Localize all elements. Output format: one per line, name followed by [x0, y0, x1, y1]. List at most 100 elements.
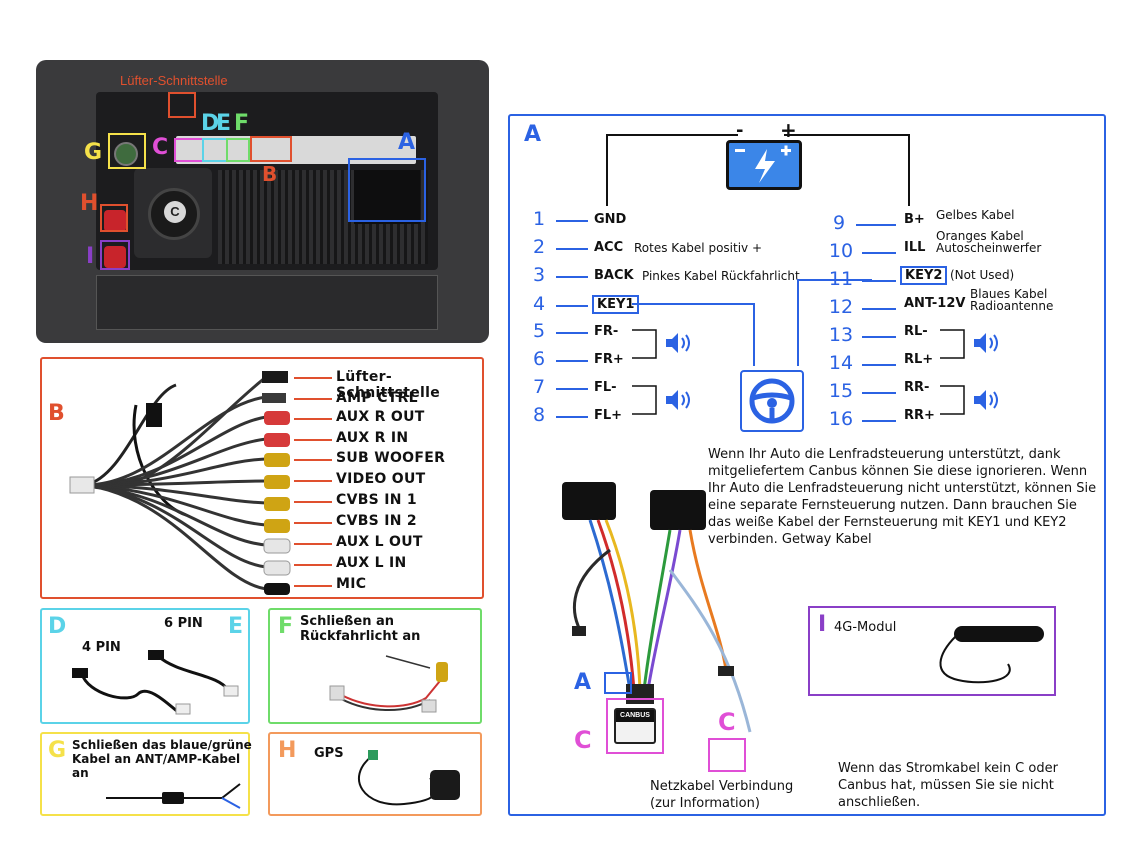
panel-a: A - + 1 GND 2 ACC Rotes Kabel positiv + …: [508, 114, 1106, 816]
pin-desc: Gelbes Kabel: [936, 208, 1015, 222]
pin4-label: 4 PIN: [82, 640, 121, 655]
pin-line: [862, 420, 896, 422]
cable-tick-0: [294, 377, 332, 379]
fan-logo-icon: C: [164, 201, 186, 223]
main-port: [354, 170, 420, 224]
head-unit-photo: C: [36, 60, 489, 343]
speaker-brackets: [632, 279, 965, 415]
battery-wire-right: [784, 134, 910, 136]
cable-label-aux-l-out: AUX L OUT: [336, 534, 423, 550]
canbus-label: CANBUS: [616, 710, 654, 722]
pin-name: BACK: [594, 268, 634, 283]
harness-tag-a: A: [574, 670, 592, 695]
panel-g-text: Schließen das blaue/grüne Kabel an ANT/A…: [72, 738, 252, 780]
box-h-port: [100, 204, 128, 232]
fan-interface-label: Lüfter-Schnittstelle: [120, 73, 228, 88]
module-label: 4G-Modul: [834, 620, 897, 635]
battery-wire-right-down: [908, 134, 910, 206]
pin-num: 1: [532, 208, 546, 230]
tag-h: H: [80, 191, 99, 216]
pin-name: FR-: [594, 324, 619, 339]
panel-b: B Lüfter-Schnittstelle AMP CTRL AUX R OU…: [40, 357, 484, 599]
tag-c: C: [152, 135, 169, 160]
tag-d: D: [201, 111, 220, 136]
cable-label-cvbs-in-2: CVBS IN 2: [336, 513, 417, 529]
pin-num: 16: [828, 408, 854, 430]
steering-wheel-box: [740, 370, 804, 432]
cable-label-aux-r-in: AUX R IN: [336, 430, 409, 446]
steering-note: Wenn Ihr Auto die Lenfradsteuerung unter…: [708, 447, 1097, 547]
cable-label-aux-r-out: AUX R OUT: [336, 409, 425, 425]
power-note: Wenn das Stromkabel kein C oder Canbus h…: [838, 761, 1058, 810]
steering-wheel-icon: [749, 378, 795, 424]
panel-h-text: GPS: [314, 746, 344, 761]
pin-line: [856, 224, 896, 226]
head-unit-bottom-tray: [96, 275, 438, 330]
pin-name: ANT-12V: [904, 296, 966, 311]
pin-line: [556, 305, 588, 307]
cable-tick-8: [294, 543, 332, 545]
pin-num: 13: [828, 324, 854, 346]
pin-num: 8: [532, 404, 546, 426]
cable-tick-5: [294, 480, 332, 482]
cable-label-sub-woofer: SUB WOOFER: [336, 450, 446, 466]
pin-line: [556, 388, 588, 390]
cable-label-amp-ctrl: AMP CTRL: [336, 390, 418, 406]
panel-a-tag: A: [524, 122, 542, 147]
pin-desc: Oranges Kabel Autoscheinwerfer: [936, 229, 1042, 255]
pin-num: 10: [828, 240, 854, 262]
box-f-port: [226, 138, 250, 162]
pin-name: RL+: [904, 352, 934, 367]
box-g-port: [108, 133, 146, 169]
pin-desc: Blaues Kabel Radioantenne: [970, 287, 1054, 313]
pin-desc: (Not Used): [950, 268, 1015, 282]
cable-tick-2: [294, 418, 332, 420]
box-d-port: [202, 138, 228, 162]
de-cables-drawing: [72, 650, 239, 715]
speaker-icon-rear-right: [972, 387, 1002, 413]
pin-line: [556, 332, 588, 334]
net-connector-box: [708, 738, 746, 772]
pin-num: 15: [828, 380, 854, 402]
pin-name: RL-: [904, 324, 928, 339]
tag-e: E: [216, 111, 232, 136]
panel-f: F Schließen an Rückfahrlicht an: [268, 608, 482, 724]
pin-name: FL-: [594, 380, 617, 395]
speaker-icon-rear-left: [972, 330, 1002, 356]
box-i-port: [100, 240, 130, 270]
pin-line: [556, 276, 588, 278]
speaker-icon-front-right: [664, 330, 694, 356]
pin-name: FL+: [594, 408, 623, 423]
pin-line: [862, 308, 896, 310]
panel-g-tag: G: [48, 738, 67, 763]
module-tag: I: [818, 612, 827, 637]
box-c-port: [174, 138, 204, 162]
pin-num: 4: [532, 293, 546, 315]
battery-minus: -: [736, 120, 744, 141]
harness-box-a: [604, 672, 632, 694]
panel-g: G Schließen das blaue/grüne Kabel an ANT…: [40, 732, 252, 816]
pin-line: [556, 220, 588, 222]
pin-num: 6: [532, 348, 546, 370]
panel-h: H GPS: [268, 732, 482, 816]
speaker-icon-front-left: [664, 387, 694, 413]
pin-name: ACC: [594, 240, 624, 255]
panel-d-tag: D: [48, 614, 67, 639]
pin-desc: Rotes Kabel positiv +: [634, 241, 763, 255]
canbus-box: CANBUS: [606, 698, 664, 754]
tag-i: I: [86, 244, 95, 269]
pin-name: RR-: [904, 380, 930, 395]
cable-tick-4: [294, 459, 332, 461]
pin-line: [862, 252, 896, 254]
pin-line: [862, 336, 896, 338]
battery-bolt-icon: [735, 145, 791, 183]
pin-name: RR+: [904, 408, 935, 423]
pin-num: 5: [532, 320, 546, 342]
cable-tick-3: [294, 439, 332, 441]
pin-line: [862, 364, 896, 366]
pin-num: 12: [828, 296, 854, 318]
pin-name: GND: [594, 212, 627, 227]
cable-tick-6: [294, 501, 332, 503]
canbus-harness-drawing: [562, 482, 752, 733]
pin-line: [556, 416, 588, 418]
